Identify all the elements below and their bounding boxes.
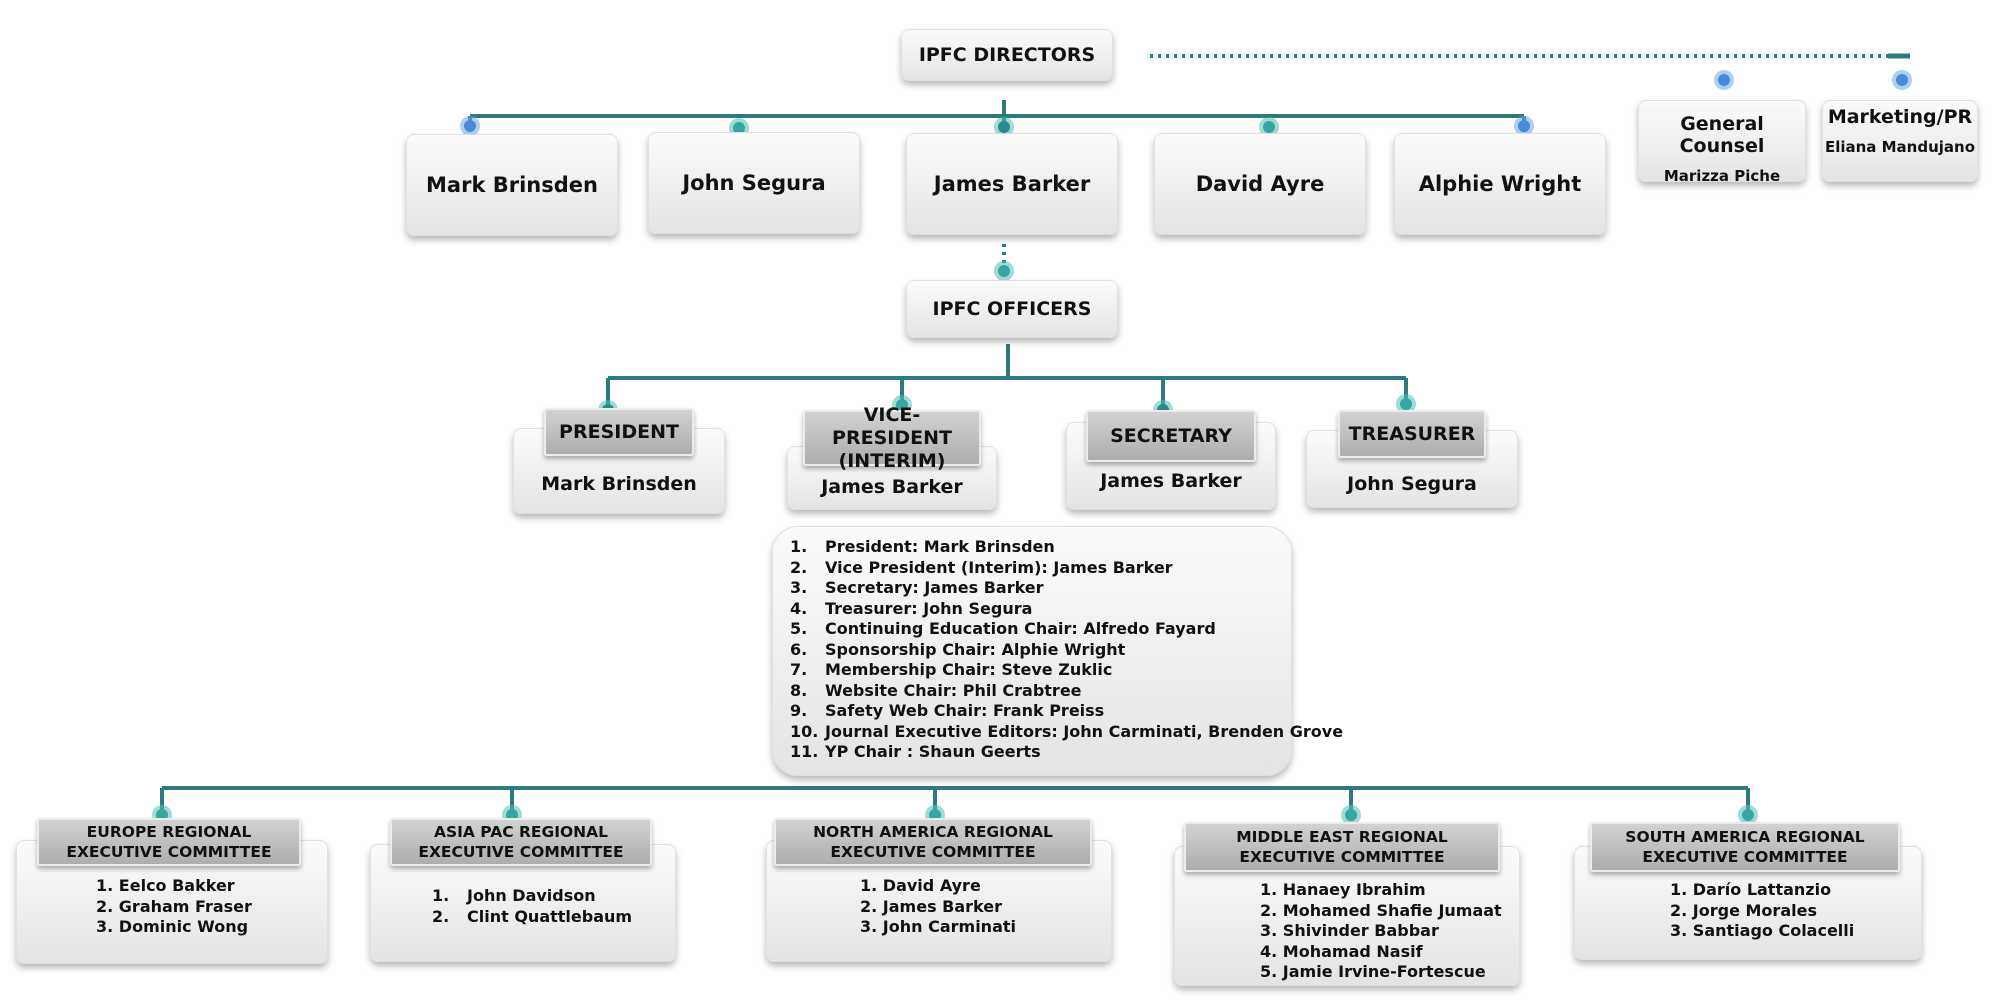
officer-name: James Barker <box>821 476 963 498</box>
officer-name: James Barker <box>1100 470 1242 492</box>
director-box: John Segura <box>648 132 860 234</box>
committee-title: MIDDLE EAST REGIONAL EXECUTIVE COMMITTEE <box>1236 828 1448 866</box>
director-box: David Ayre <box>1154 133 1366 235</box>
list-item: 3. Dominic Wong <box>96 917 249 936</box>
director-box: Alphie Wright <box>1394 133 1606 235</box>
committee-header: NORTH AMERICA REGIONAL EXECUTIVE COMMITT… <box>774 818 1092 866</box>
officer-name: John Segura <box>1347 473 1477 495</box>
list-item: 7.Membership Chair: Steve Zuklic <box>790 660 1113 679</box>
connector-dot <box>994 117 1014 137</box>
advisor-box-marketing: Marketing/PR Eliana Mandujano <box>1822 100 1978 182</box>
connector-dot <box>1259 117 1279 137</box>
committee-members: 1. Hanaey Ibrahim 2. Mohamed Shafie Juma… <box>1260 880 1502 983</box>
list-item: 5. Jamie Irvine-Fortescue <box>1260 962 1486 981</box>
list-item: 1.President: Mark Brinsden <box>790 537 1055 556</box>
committee-header: EUROPE REGIONAL EXECUTIVE COMMITTEE <box>37 818 301 866</box>
list-item: 9.Safety Web Chair: Frank Preiss <box>790 701 1105 720</box>
list-item: 4.Treasurer: John Segura <box>790 598 1033 618</box>
list-item: 2. James Barker <box>860 896 1002 916</box>
advisor-name: Marizza Piche <box>1663 167 1781 185</box>
advisor-title: General Counsel <box>1679 113 1765 157</box>
list-item: 1. David Ayre <box>860 876 981 895</box>
director-name: Mark Brinsden <box>426 173 598 197</box>
list-item: 3.Secretary: James Barker <box>790 578 1044 597</box>
list-item: 1.John Davidson <box>432 886 596 905</box>
director-name: John Segura <box>682 171 826 195</box>
director-box: Mark Brinsden <box>406 134 618 236</box>
list-item: 2. Mohamed Shafie Jumaat <box>1260 900 1502 920</box>
officer-role-header: PRESIDENT <box>544 408 694 456</box>
connector-dot <box>1514 116 1534 136</box>
officer-role-header: SECRETARY <box>1086 410 1256 462</box>
connector-dot <box>1714 70 1734 90</box>
committee-members: 1.John Davidson 2.Clint Quattlebaum <box>432 886 632 927</box>
officer-role-header: VICE-PRESIDENT (INTERIM) <box>803 404 981 472</box>
officers-title-box: IPFC OFFICERS <box>906 280 1118 338</box>
committee-title: EUROPE REGIONAL EXECUTIVE COMMITTEE <box>66 823 272 861</box>
directors-title-box: IPFC DIRECTORS <box>901 29 1113 81</box>
list-item: 3. Santiago Colacelli <box>1670 921 1855 940</box>
advisor-name: Eliana Mandujano <box>1824 138 1976 156</box>
connector-dot <box>1396 394 1416 414</box>
committee-title: ASIA PAC REGIONAL EXECUTIVE COMMITTEE <box>418 823 624 861</box>
committee-header: ASIA PAC REGIONAL EXECUTIVE COMMITTEE <box>390 818 652 866</box>
director-name: David Ayre <box>1195 172 1325 196</box>
list-item: 4. Mohamad Nasif <box>1260 941 1423 961</box>
connector-dot <box>994 261 1014 281</box>
director-box: James Barker <box>906 133 1118 235</box>
list-item: 1. Hanaey Ibrahim <box>1260 880 1426 899</box>
committee-header: MIDDLE EAST REGIONAL EXECUTIVE COMMITTEE <box>1184 822 1500 872</box>
list-item: 6.Sponsorship Chair: Alphie Wright <box>790 639 1126 659</box>
officers-list-box <box>772 526 1292 776</box>
list-item: 11.YP Chair : Shaun Geerts <box>790 742 1041 761</box>
advisor-box-general-counsel: General Counsel Marizza Piche <box>1638 100 1806 185</box>
connector-dot <box>460 116 480 136</box>
connector-dot <box>1341 805 1361 825</box>
list-item: 2. Jorge Morales <box>1670 900 1817 920</box>
list-item: 1. Eelco Bakker <box>96 876 235 895</box>
connector-dot <box>1892 70 1912 90</box>
list-item: 2.Clint Quattlebaum <box>432 906 633 926</box>
committee-title: SOUTH AMERICA REGIONAL EXECUTIVE COMMITT… <box>1625 828 1865 866</box>
officer-name: Mark Brinsden <box>541 473 697 495</box>
committee-members: 1. Eelco Bakker 2. Graham Fraser 3. Domi… <box>96 876 252 938</box>
committee-members: 1. David Ayre 2. James Barker 3. John Ca… <box>860 876 1016 938</box>
list-item: 1. Darío Lattanzio <box>1670 880 1832 899</box>
committee-title: NORTH AMERICA REGIONAL EXECUTIVE COMMITT… <box>813 823 1053 861</box>
officer-role: SECRETARY <box>1110 425 1232 447</box>
officer-role: VICE-PRESIDENT (INTERIM) <box>832 403 952 472</box>
officer-role-header: TREASURER <box>1338 410 1486 458</box>
officer-role: PRESIDENT <box>559 421 679 443</box>
list-item: 2. Graham Fraser <box>96 896 252 916</box>
list-item: 3. Shivinder Babbar <box>1260 921 1439 940</box>
connector-dot <box>1738 805 1758 825</box>
list-item: 10.Journal Executive Editors: John Carmi… <box>790 721 1344 741</box>
list-item: 5.Continuing Education Chair: Alfredo Fa… <box>790 619 1216 638</box>
list-item: 8.Website Chair: Phil Crabtree <box>790 680 1082 700</box>
officers-title: IPFC OFFICERS <box>932 298 1092 320</box>
officer-role: TREASURER <box>1348 423 1476 445</box>
advisor-title: Marketing/PR <box>1827 106 1973 128</box>
committee-members: 1. Darío Lattanzio 2. Jorge Morales 3. S… <box>1670 880 1854 942</box>
list-item: 2.Vice President (Interim): James Barker <box>790 557 1173 577</box>
committee-header: SOUTH AMERICA REGIONAL EXECUTIVE COMMITT… <box>1590 822 1900 872</box>
officers-list: 1.President: Mark Brinsden 2.Vice Presid… <box>790 537 1343 763</box>
list-item: 3. John Carminati <box>860 917 1016 936</box>
directors-title: IPFC DIRECTORS <box>918 44 1096 66</box>
director-name: Alphie Wright <box>1418 172 1582 196</box>
director-name: James Barker <box>933 172 1091 196</box>
